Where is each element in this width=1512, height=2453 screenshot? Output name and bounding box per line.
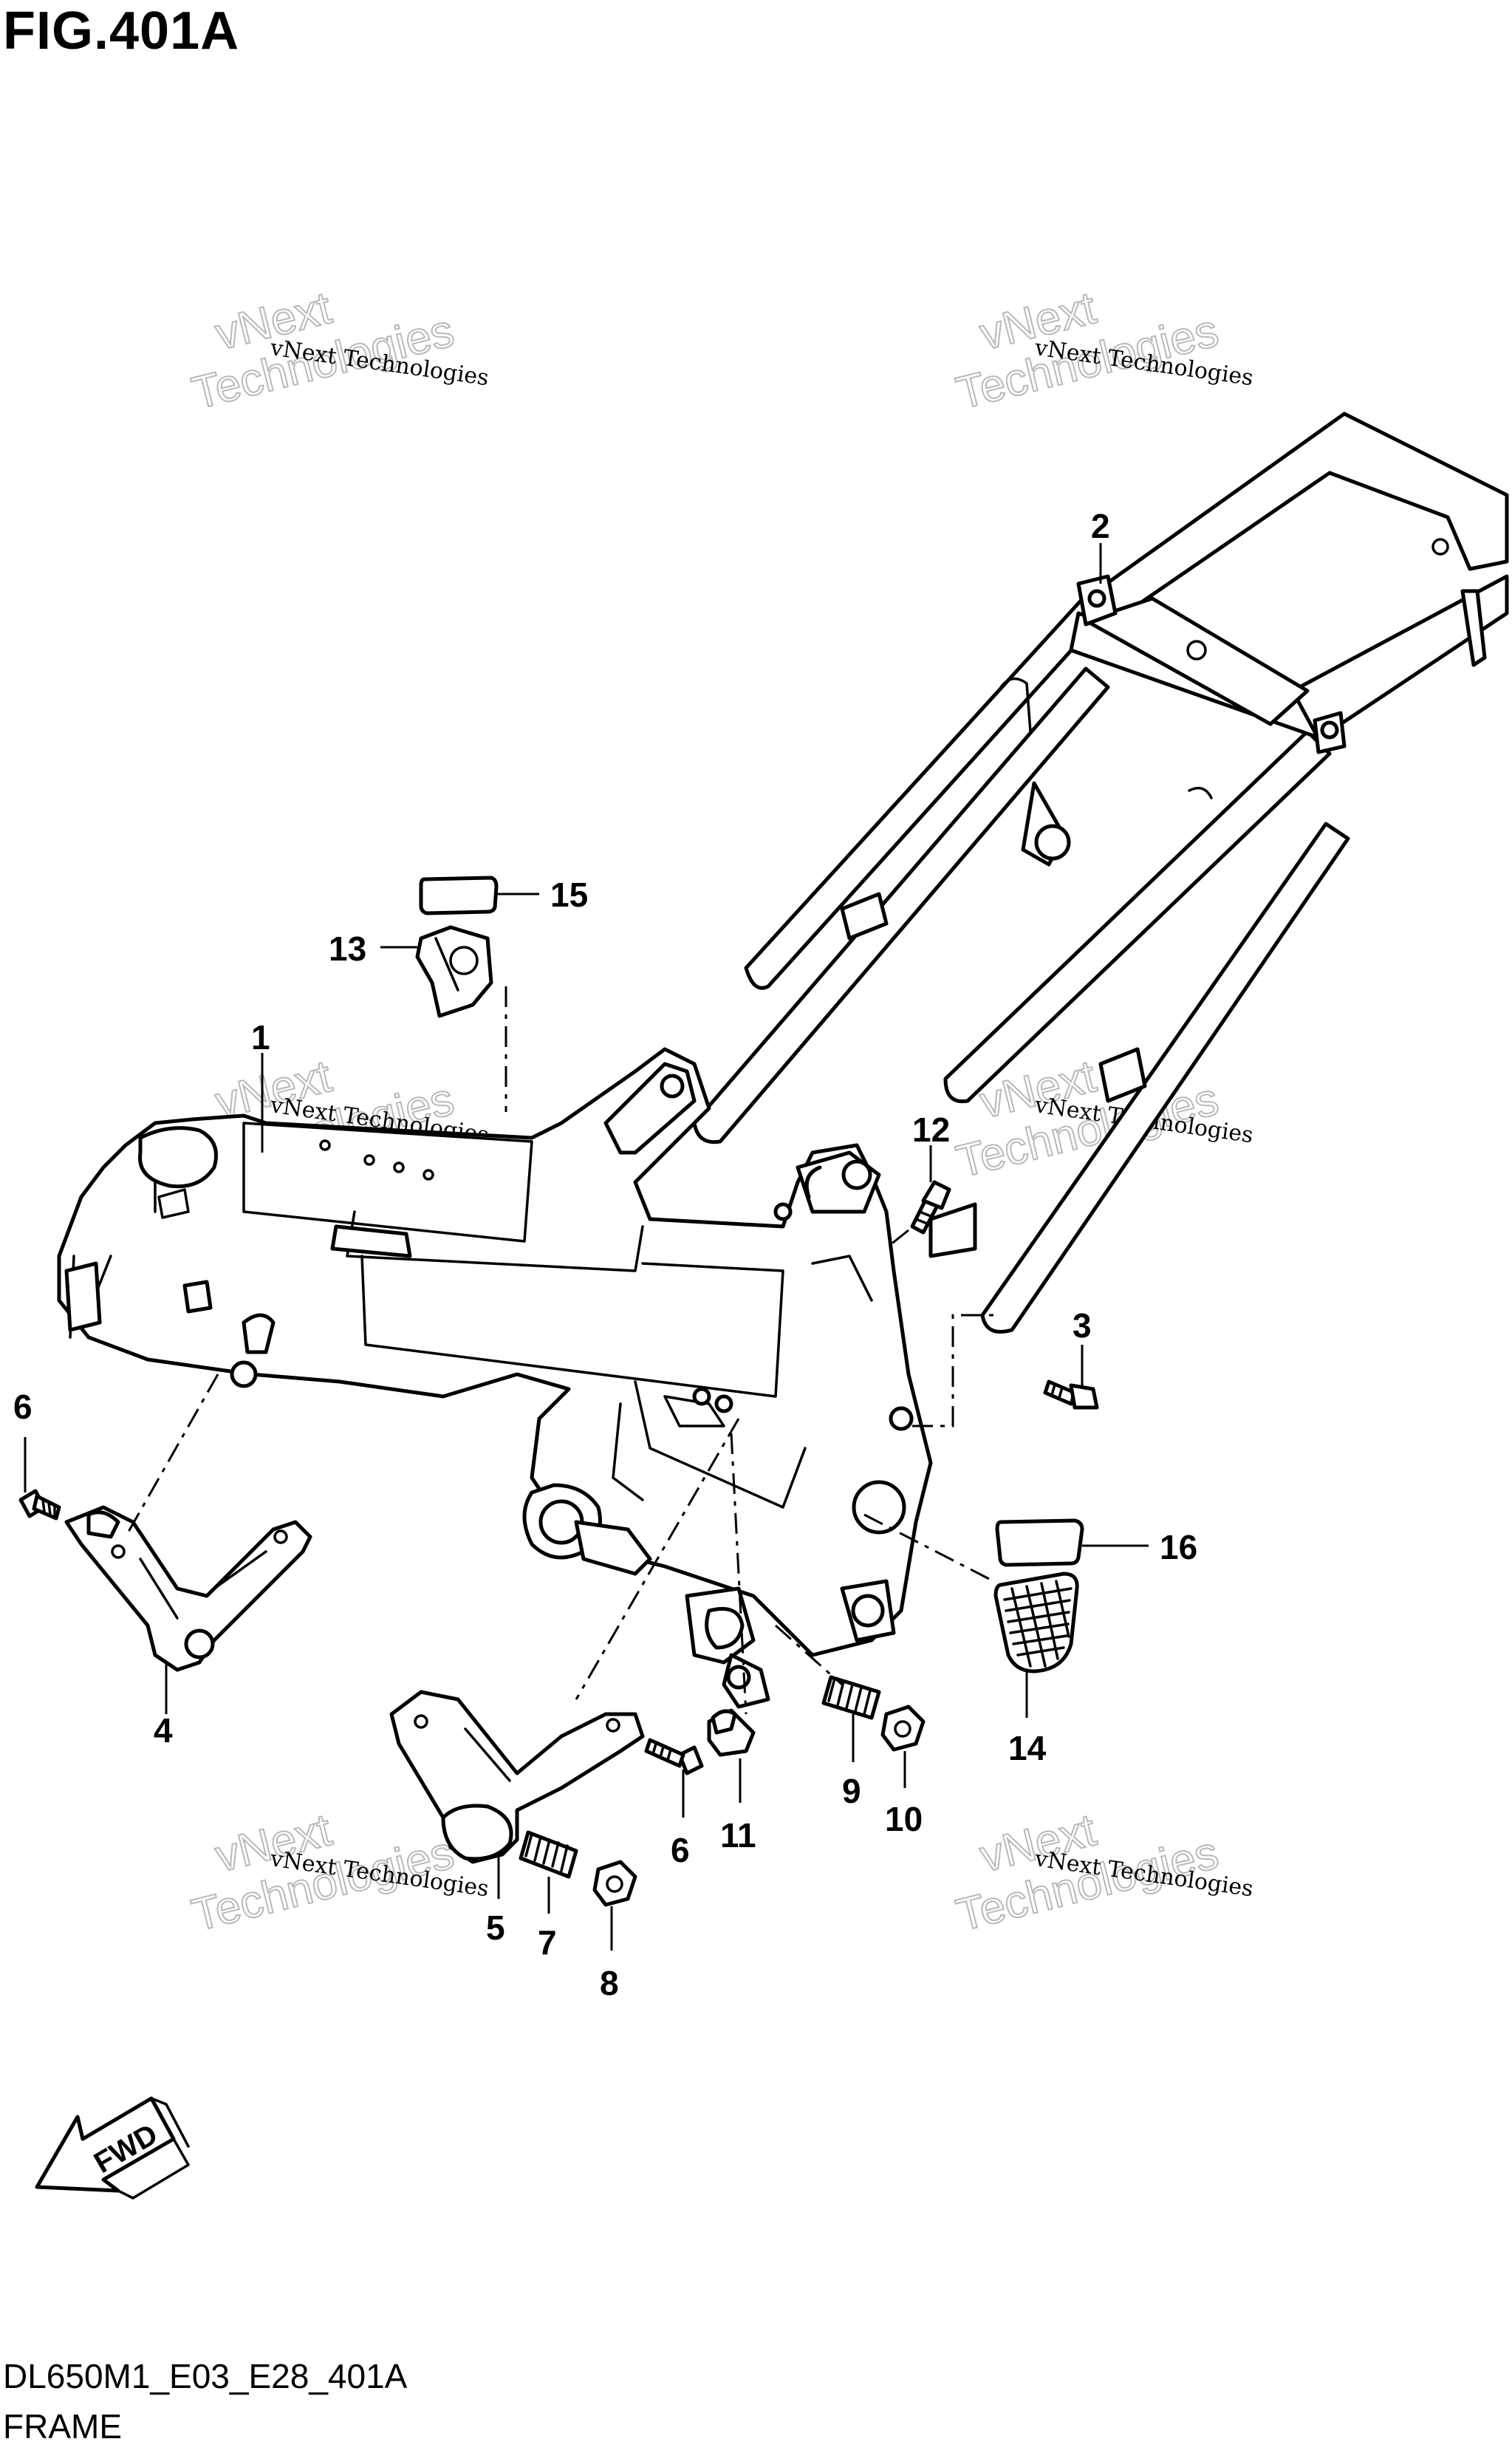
part-6-bolt-left	[18, 1489, 61, 1521]
callout-12: 12	[912, 1110, 950, 1149]
callout-1: 1	[251, 1018, 270, 1057]
part-9-spring	[821, 1675, 881, 1720]
figure-title: FIG.401A	[3, 1, 240, 61]
part-8-nut	[592, 1860, 637, 1907]
leader-lines	[24, 543, 1149, 1951]
reference-lines	[124, 986, 994, 1715]
callout-6-left: 6	[13, 1388, 33, 1426]
callout-10: 10	[885, 1800, 923, 1838]
part-12-bolt	[910, 1180, 951, 1235]
callout-9: 9	[842, 1772, 861, 1810]
callout-7: 7	[538, 1923, 557, 1962]
watermark-top-right: vNext Technologies	[951, 282, 1224, 420]
part-15-label	[419, 876, 499, 915]
part-14-plate	[993, 1572, 1079, 1674]
watermark-top-left: vNext Technologies	[186, 282, 459, 420]
callout-3: 3	[1073, 1306, 1092, 1345]
part-5-right-footrest-bracket	[389, 1690, 645, 1864]
callout-4: 4	[154, 1711, 173, 1750]
part-11-collar	[707, 1708, 756, 1757]
part-7-spring	[519, 1830, 578, 1879]
callout-6-right: 6	[671, 1831, 690, 1869]
rear-subframe	[692, 412, 1509, 1334]
callout-13: 13	[329, 929, 366, 968]
drawing-code: DL650M1_E03_E28_401A	[3, 2357, 408, 2395]
part-10-nut	[880, 1705, 926, 1752]
part-6-bolt-right	[644, 1738, 704, 1775]
callout-16: 16	[1160, 1528, 1197, 1566]
fwd-arrow-icon: FWD	[35, 2096, 190, 2200]
part-16-label	[995, 1518, 1084, 1567]
part-13-pad	[415, 925, 493, 1018]
callout-11: 11	[720, 1816, 756, 1855]
callout-2: 2	[1091, 507, 1110, 545]
callout-15: 15	[550, 876, 588, 914]
callout-5: 5	[486, 1908, 505, 1947]
drawing-name: FRAME	[3, 2407, 122, 2446]
part-4-left-footrest-bracket	[64, 1505, 312, 1672]
callouts: 1 2 3 4 5 6 6 7 8 9 10 11 12 13 14 15 16	[13, 507, 1197, 2002]
main-frame	[57, 1047, 933, 1709]
part-3-bolt	[1043, 1379, 1099, 1410]
callout-8: 8	[600, 1964, 619, 2002]
callout-14: 14	[1008, 1729, 1047, 1767]
